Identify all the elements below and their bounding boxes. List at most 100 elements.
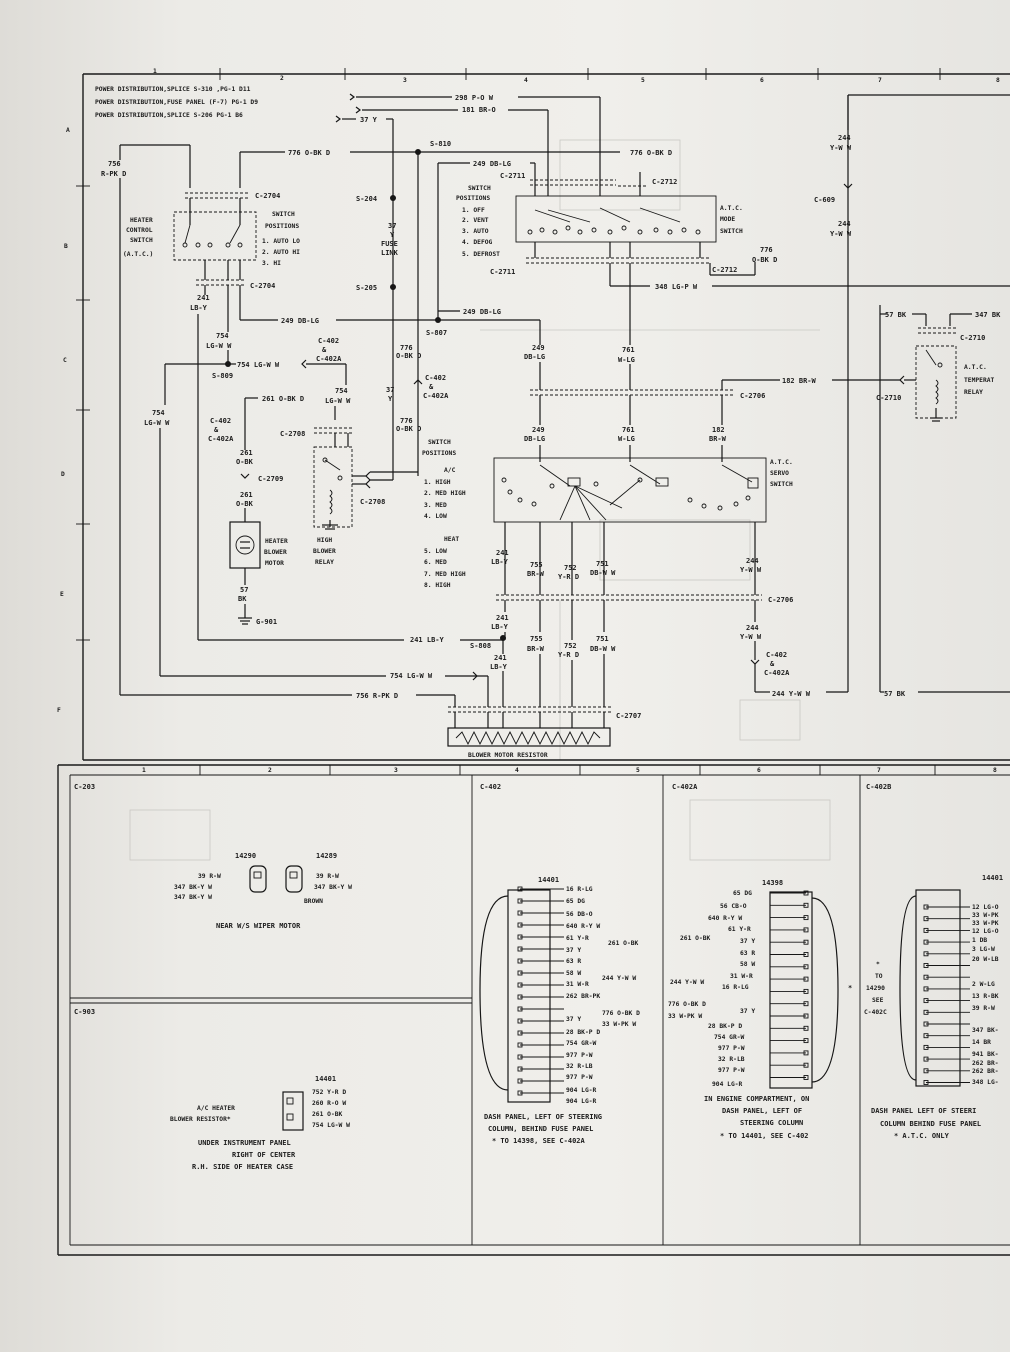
pin-label: 37 Y xyxy=(566,1016,581,1023)
mode-switch-contacts xyxy=(527,207,701,235)
pin-label: 260 R-O W xyxy=(312,1100,346,1107)
panel-caption: RIGHT OF CENTER xyxy=(232,1151,296,1159)
pin-label: 347 BK-Y W xyxy=(174,884,212,891)
connector-14401b xyxy=(915,889,961,1087)
pin-socket xyxy=(517,994,523,1000)
pin-label: 347 BK- xyxy=(972,1027,999,1034)
pin-label: 33 W-PK xyxy=(972,912,999,919)
pin-label: 12 LG-O xyxy=(972,904,999,911)
pin-socket xyxy=(803,927,809,933)
wire-label: 776 xyxy=(760,246,773,254)
row-label: D xyxy=(61,471,65,478)
pin-label: 33 W-PK xyxy=(972,920,999,927)
servo-switch-label: SERVO xyxy=(770,470,789,477)
splice-label: S-205 xyxy=(356,284,377,292)
pin-socket xyxy=(517,1006,523,1012)
servo-positions: 4. LOW xyxy=(424,513,447,520)
note: SEE xyxy=(872,997,884,1004)
wire-label: BR-W xyxy=(527,645,545,653)
col-label: 6 xyxy=(760,77,764,84)
pin-label: 58 W xyxy=(566,970,581,977)
connector-label: C-402A xyxy=(764,669,790,677)
servo-switch-label: SWITCH xyxy=(770,481,793,488)
temp-relay-label: TEMPERAT xyxy=(964,377,995,384)
relay-label: BLOWER xyxy=(313,548,336,555)
col-label: 5 xyxy=(641,77,645,84)
pin-socket xyxy=(517,1030,523,1036)
wire-label: LG-W W xyxy=(144,419,170,427)
pin-socket xyxy=(517,970,523,976)
wire-label: DB-W W xyxy=(590,645,616,653)
pin-socket xyxy=(923,916,929,922)
motor-label: BLOWER xyxy=(264,549,287,556)
connector-label: C-2710 xyxy=(876,394,901,402)
connector-label: C-402A xyxy=(208,435,234,443)
wire-label: 756 xyxy=(108,160,121,168)
panel-c203: C-203 14290 14289 39 R-W 347 BK-Y W 347 … xyxy=(74,783,352,930)
atc-servo-switch xyxy=(493,457,767,523)
pin-label: 61 Y-R xyxy=(566,935,589,942)
wire-label: 751 xyxy=(596,560,609,568)
pin-label: 977 P-W xyxy=(718,1067,745,1074)
wire-label: O-BK D xyxy=(396,425,421,433)
sheet-frame xyxy=(57,68,1010,1256)
temp-relay-label: A.T.C. xyxy=(964,364,987,371)
pin-label: 2 W-LG xyxy=(972,981,995,988)
heater-switch-label: CONTROL xyxy=(126,227,153,234)
heater-switch-positions: POSITIONS xyxy=(265,223,299,230)
pin-label: 348 LG- xyxy=(972,1079,999,1086)
pin-label: 28 BK-P D xyxy=(708,1023,742,1030)
pin-label: 12 LG-O xyxy=(972,928,999,935)
heater-control-switch xyxy=(173,211,257,261)
row-label: B xyxy=(64,243,68,250)
col-label: 1 xyxy=(153,68,157,75)
wire-label: LB-Y xyxy=(190,304,208,312)
wire-label: 755 xyxy=(530,561,543,569)
wire-label: Y-W W xyxy=(740,633,762,641)
pin-label: 33 W-PK W xyxy=(668,1013,702,1020)
pin-label: 904 LG-R xyxy=(566,1098,597,1105)
wire-label: 241 xyxy=(496,614,509,622)
pin-label: 56 CB-O xyxy=(720,903,747,910)
connector-label: C-2712 xyxy=(652,178,677,186)
mode-switch-label: A.T.C. xyxy=(720,205,743,212)
pin-label: 244 Y-W W xyxy=(670,979,704,986)
col-label: 2 xyxy=(268,767,272,774)
servo-positions: 3. MED xyxy=(424,502,447,509)
pin-label: 977 P-W xyxy=(718,1045,745,1052)
row-label: E xyxy=(60,591,64,598)
wire-label: W-LG xyxy=(618,435,635,443)
connector-label: C-2706 xyxy=(740,392,765,400)
wire-label: Y-R D xyxy=(558,573,579,581)
connector-label: C-402A xyxy=(316,355,342,363)
pin-socket xyxy=(803,1062,809,1068)
wire-label: 261 O-BK D xyxy=(262,395,304,403)
pin-label: 61 Y-R xyxy=(728,926,751,933)
col-label: 4 xyxy=(524,77,528,84)
wire-label: 181 BR-O xyxy=(462,106,496,114)
motor-label: HEATER xyxy=(265,538,288,545)
servo-switch-contacts xyxy=(501,464,759,521)
pin-socket xyxy=(803,1025,809,1031)
grid-labels: 1 2 3 4 5 6 7 8 1 2 3 4 5 6 7 8 A B C D … xyxy=(57,68,1000,774)
pin-label: 347 BK-Y W xyxy=(174,894,212,901)
pin-socket xyxy=(803,915,809,921)
splice-label: S-810 xyxy=(430,140,451,148)
pin-label: 37 Y xyxy=(740,1008,755,1015)
pin-label: 14 BR xyxy=(972,1039,991,1046)
wire-label: BR-W xyxy=(709,435,727,443)
wire-label: Y-R D xyxy=(558,651,579,659)
note: * xyxy=(876,961,880,968)
pin-label: 31 W-R xyxy=(730,973,753,980)
pin-label: 58 W xyxy=(740,961,755,968)
mode-switch-label: MODE xyxy=(720,216,735,223)
pin-label: 640 R-Y W xyxy=(566,923,600,930)
pin-label: 13 R-BK xyxy=(972,993,999,1000)
wire-label: 249 xyxy=(532,426,545,434)
pin-label: 776 O-BK D xyxy=(668,1001,706,1008)
pin-socket xyxy=(517,1078,523,1084)
connector-14290 xyxy=(249,865,267,893)
pin-socket xyxy=(517,982,523,988)
pin-label: 28 BK-P D xyxy=(566,1029,600,1036)
pin-socket xyxy=(803,976,809,982)
